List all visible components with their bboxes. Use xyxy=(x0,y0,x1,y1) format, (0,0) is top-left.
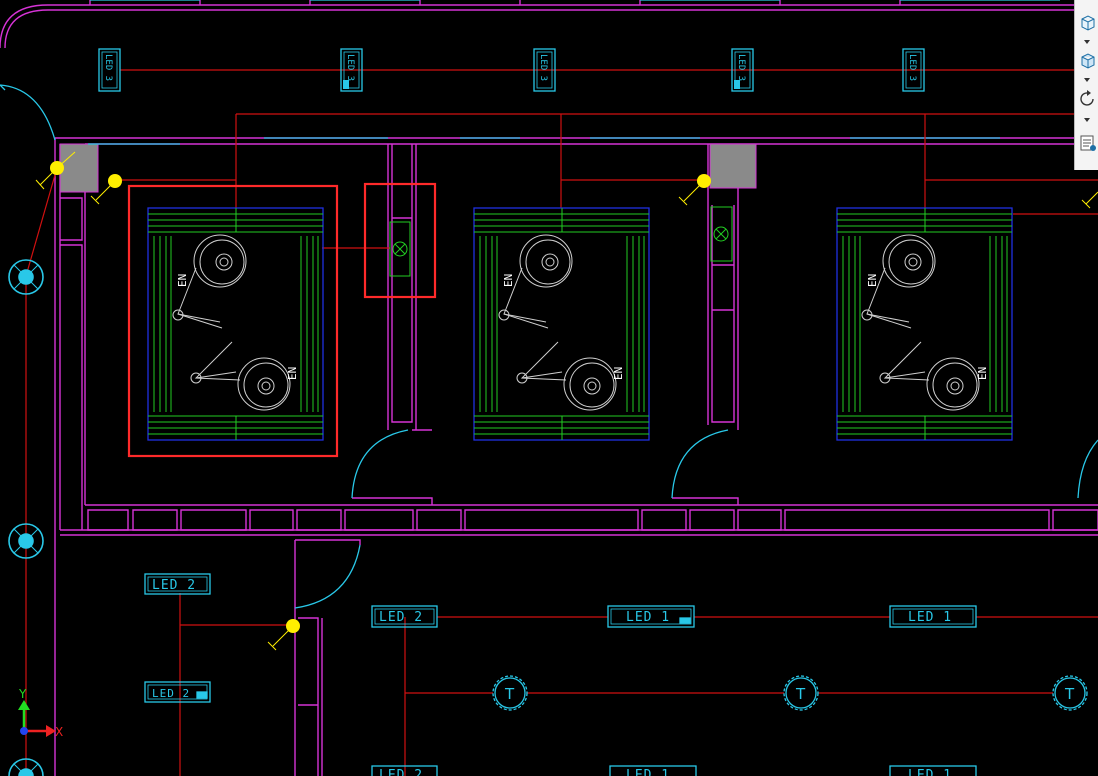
ucs-icon: Y X xyxy=(18,687,63,739)
light-switch-icon xyxy=(90,174,122,205)
svg-text:LED 3: LED 3 xyxy=(736,54,746,81)
led-fixture: LED 3 xyxy=(731,48,754,92)
thermostat-icon xyxy=(1052,675,1088,711)
selection-highlight xyxy=(127,184,339,458)
ucs-y-label: Y xyxy=(18,687,27,701)
led-label: LED 2 xyxy=(379,610,423,625)
light-switch-icon xyxy=(1081,191,1098,209)
thermostat-label: T xyxy=(504,685,515,703)
svg-text:LED 3: LED 3 xyxy=(538,54,548,81)
en-label: EN xyxy=(286,367,299,380)
properties-icon[interactable] xyxy=(1079,134,1097,152)
downlight-icon xyxy=(8,523,44,559)
light-switch-icon xyxy=(267,619,300,651)
orbit-icon[interactable] xyxy=(1079,90,1097,108)
en-label: EN xyxy=(502,274,515,287)
led-fixture xyxy=(144,573,211,595)
chevron-down-icon[interactable] xyxy=(1084,78,1090,82)
thermostat-icon xyxy=(492,675,528,711)
view-cube-icon[interactable] xyxy=(1079,14,1097,32)
led-fixture: LED 3 xyxy=(902,48,925,92)
svg-text:LED 3: LED 3 xyxy=(103,54,113,81)
led-fixture: LED 3 xyxy=(340,48,363,92)
thermostat-icon xyxy=(783,675,819,711)
light-switch-icon xyxy=(35,151,76,190)
fixture-block xyxy=(147,207,324,441)
led-fixture xyxy=(144,681,211,703)
en-label: EN xyxy=(976,367,989,380)
led-fixture xyxy=(889,765,977,776)
led-label: LED 2 xyxy=(152,687,190,700)
led-vertical-fixtures[interactable]: LED 3 LED 3 LED 3 LED 3 LED 3 xyxy=(98,48,925,92)
led-label: LED 2 xyxy=(379,768,423,776)
chevron-down-icon[interactable] xyxy=(1084,118,1090,122)
column-2 xyxy=(709,143,757,189)
downlight-icon xyxy=(8,758,44,776)
led-label: LED 2 xyxy=(152,578,196,593)
led-fixture xyxy=(889,605,977,628)
thermostat-label: T xyxy=(1064,685,1075,703)
ucs-x-label: X xyxy=(55,725,63,739)
downlights[interactable] xyxy=(8,259,44,776)
navigation-toolbar xyxy=(1074,0,1098,170)
door-arcs xyxy=(0,0,1098,609)
wiring xyxy=(25,69,1098,776)
led-fixture xyxy=(607,605,695,628)
column-1 xyxy=(59,143,99,193)
box-icon[interactable] xyxy=(1079,52,1097,70)
chevron-down-icon[interactable] xyxy=(1084,40,1090,44)
led-fixture xyxy=(609,765,697,776)
led-fixture xyxy=(371,605,438,628)
led-label: LED 1 xyxy=(908,768,952,776)
selection-highlight xyxy=(363,182,437,299)
svg-text:LED 3: LED 3 xyxy=(345,54,355,81)
led-box-fixtures[interactable] xyxy=(144,573,977,776)
led-label: LED 1 xyxy=(626,610,670,625)
thermostat-label: T xyxy=(795,685,806,703)
led-fixture: LED 3 xyxy=(533,48,556,92)
svg-text:LED 3: LED 3 xyxy=(907,54,917,81)
led-label: LED 1 xyxy=(908,610,952,625)
switches[interactable] xyxy=(35,151,1098,651)
led-label: LED 1 xyxy=(626,768,670,776)
en-label: EN xyxy=(866,274,879,287)
exhaust-fan[interactable] xyxy=(710,206,733,262)
exhaust-fan[interactable] xyxy=(389,221,411,277)
downlight-icon xyxy=(8,259,44,295)
light-switch-icon xyxy=(678,174,711,206)
thermostats[interactable] xyxy=(492,675,1088,711)
en-label: EN xyxy=(176,274,189,287)
led-fixture xyxy=(371,765,438,776)
en-label: EN xyxy=(612,367,625,380)
led-fixture: LED 3 xyxy=(98,48,121,92)
